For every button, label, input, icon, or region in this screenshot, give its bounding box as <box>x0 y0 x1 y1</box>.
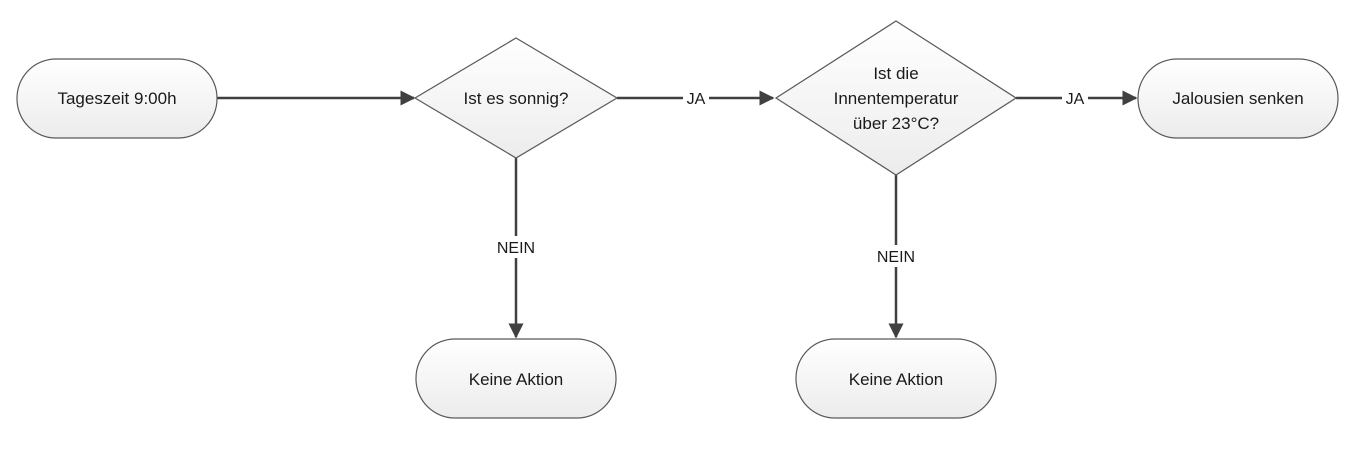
edge-label-d1-no: NEIN <box>497 240 535 257</box>
start-node <box>16 58 218 139</box>
decision-temperature-node <box>774 20 1018 176</box>
end-node-blinds-label: Jalousien senken <box>1172 89 1303 108</box>
edge-label-d2-yes: JA <box>1066 91 1085 108</box>
edge-label-d2-no: NEIN <box>877 249 915 266</box>
end-node-no-action-2-label: Keine Aktion <box>849 370 944 389</box>
decision-temperature-label-line3: über 23°C? <box>853 114 939 133</box>
start-node-label: Tageszeit 9:00h <box>57 89 176 108</box>
end-node-no-action-1-label: Keine Aktion <box>469 370 564 389</box>
decision-sunny-label: Ist es sonnig? <box>464 89 569 108</box>
edge-label-d1-yes: JA <box>687 91 706 108</box>
end-node-blinds <box>1137 58 1339 139</box>
decision-temperature-label-line2: Innentemperatur <box>834 89 959 108</box>
end-node-no-action-2 <box>795 338 997 419</box>
decision-sunny-node <box>413 37 619 159</box>
decision-temperature-label-line1: Ist die <box>873 64 918 83</box>
end-node-no-action-1 <box>415 338 617 419</box>
